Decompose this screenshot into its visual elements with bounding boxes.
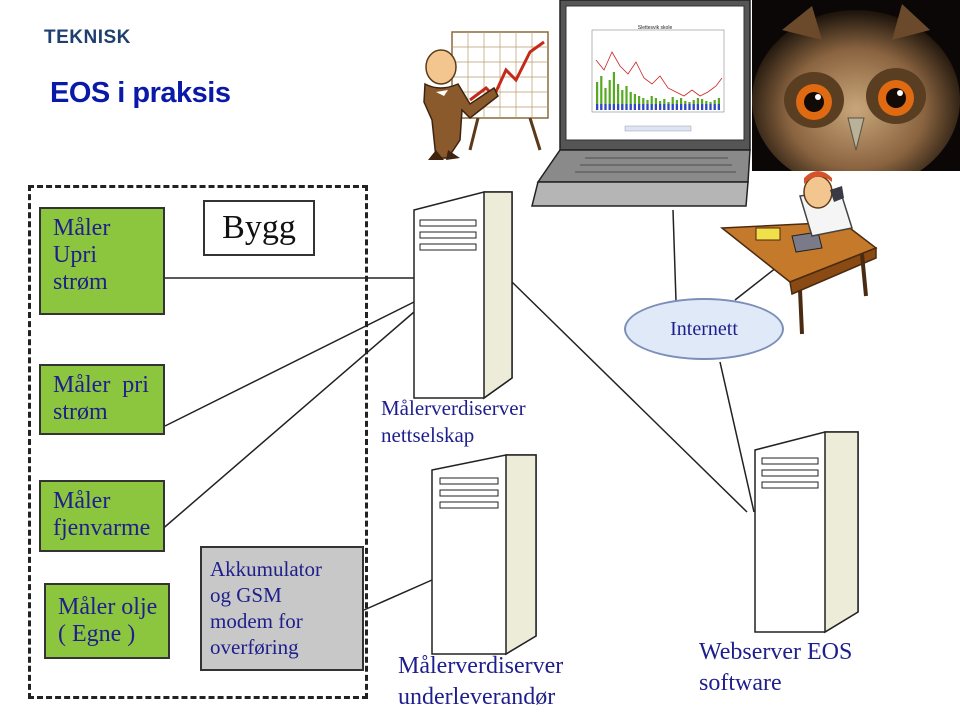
mini-chart-bar-base xyxy=(629,104,632,110)
mini-chart-bar-base xyxy=(659,104,662,110)
mini-chart-bar-base xyxy=(638,104,641,110)
line-pri-to-server xyxy=(164,301,415,427)
mini-chart-bar xyxy=(604,88,607,110)
server-icon-subcontractor xyxy=(431,454,537,656)
mini-chart-bar-base xyxy=(621,104,624,110)
mini-chart-bar xyxy=(600,76,603,110)
server-label-line: software xyxy=(699,670,782,696)
mini-chart-bar xyxy=(625,86,628,110)
meter-upri-strom: Måler Upri strøm xyxy=(39,207,165,315)
meter-line: strøm xyxy=(53,269,108,295)
modem-line: overføring xyxy=(210,635,299,659)
modem-line: Akkumulator xyxy=(210,557,322,581)
mini-chart-bar xyxy=(612,72,615,110)
mini-chart-bar-base xyxy=(705,104,708,110)
mini-chart-bar-base xyxy=(650,104,653,110)
meter-line: ( Egne ) xyxy=(58,621,136,647)
mini-chart-bar-base xyxy=(663,104,666,110)
line-fjern-to-server xyxy=(151,311,415,539)
meter-fjernvarme: Måler fjenvarme xyxy=(39,480,165,552)
brand-logo-text: TEKNISK xyxy=(44,27,131,48)
laptop-chart-title: Slettesvik skole xyxy=(638,25,673,31)
presenter-chart-icon xyxy=(423,31,549,160)
building-boundary-frame xyxy=(28,185,368,699)
meter-line: Upri xyxy=(53,242,97,268)
mini-chart-bar xyxy=(633,94,636,110)
server-icon-grid-company xyxy=(413,191,513,400)
mini-chart-bar-base xyxy=(671,104,674,110)
mini-chart-bar xyxy=(650,96,653,110)
modem-line: modem for xyxy=(210,609,303,633)
mini-chart-bar-base xyxy=(600,104,603,110)
mini-chart-bar-base xyxy=(633,104,636,110)
meter-olje: Måler olje ( Egne ) xyxy=(44,583,170,659)
mini-chart-bar xyxy=(617,84,620,110)
mini-chart-bar-base xyxy=(717,104,720,110)
meter-pri-strom: Måler pri strøm xyxy=(39,364,165,435)
mini-chart-bar xyxy=(671,97,674,110)
modem-line: og GSM xyxy=(210,583,282,607)
mini-chart-bar-base xyxy=(612,104,615,110)
mini-chart-bar-base xyxy=(713,104,716,110)
server-icon-web xyxy=(754,431,859,634)
mini-chart-bar-base xyxy=(680,104,683,110)
server-label-grid-company: Målerverdiserver nettselskap xyxy=(381,395,526,449)
meter-line: Måler xyxy=(53,215,111,241)
meter-line: fjenvarme xyxy=(53,515,151,541)
mini-chart-bar xyxy=(608,80,611,110)
server-label-line: underleverandør xyxy=(398,684,556,710)
mini-chart-bar xyxy=(638,96,641,110)
meter-line: Måler olje xyxy=(58,594,158,620)
mini-chart-bar-base xyxy=(646,104,649,110)
mini-chart-bar-base xyxy=(642,104,645,110)
mini-chart-bar-base xyxy=(675,104,678,110)
mini-chart-bar-base xyxy=(696,104,699,110)
mini-chart-bar-base xyxy=(684,104,687,110)
page-title: EOS i praksis xyxy=(50,77,231,109)
server-label-line: Webserver EOS xyxy=(699,639,853,665)
mini-chart-bar xyxy=(596,82,599,110)
mini-chart-bar-base xyxy=(608,104,611,110)
meter-line: strøm xyxy=(53,399,108,425)
server-label-line: Målerverdiserver xyxy=(381,396,526,420)
building-label-box: Bygg xyxy=(203,200,315,256)
line-server-to-web xyxy=(511,281,748,513)
mini-chart-bar-base xyxy=(625,104,628,110)
internet-cloud: Internett xyxy=(624,298,784,360)
meter-line: Måler xyxy=(53,488,111,514)
line-internet-to-web xyxy=(719,361,755,513)
modem-box: Akkumulator og GSM modem for overføring xyxy=(200,546,364,671)
mini-chart-bar-base xyxy=(688,104,691,110)
server-label-line: Målerverdiserver xyxy=(398,653,564,679)
mini-chart-bar-base xyxy=(604,104,607,110)
phone-user-icon xyxy=(719,171,878,335)
mini-chart-bar-base xyxy=(701,104,704,110)
owl-image xyxy=(752,0,960,171)
owl-photo xyxy=(752,0,960,171)
mini-chart-bar-base xyxy=(617,104,620,110)
line-modem-to-sub-server xyxy=(363,579,433,611)
mini-chart-bar-base xyxy=(654,104,657,110)
server-label-subcontractor: Målerverdiserver underleverandør xyxy=(398,651,563,713)
mini-chart-bar xyxy=(621,90,624,110)
server-label-line: nettselskap xyxy=(381,423,475,447)
mini-chart-bar xyxy=(629,92,632,110)
meter-line: Måler pri xyxy=(53,372,149,398)
mini-chart-bar-base xyxy=(709,104,712,110)
line-internet-to-laptop xyxy=(672,209,677,302)
mini-chart-bar-base xyxy=(692,104,695,110)
mini-chart-bar-base xyxy=(596,104,599,110)
server-label-web: Webserver EOS software xyxy=(699,637,852,699)
mini-chart-bar-base xyxy=(667,104,670,110)
laptop-icon xyxy=(531,0,751,207)
